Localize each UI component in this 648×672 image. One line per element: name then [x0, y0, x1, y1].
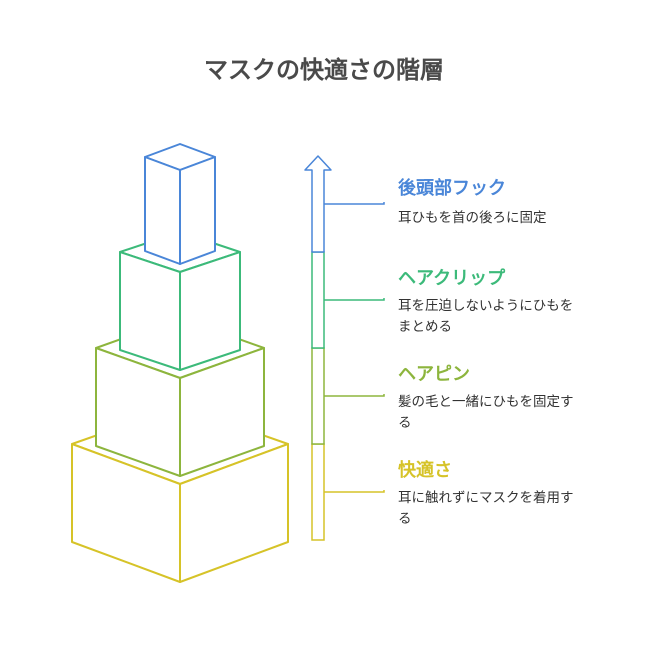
connector-lines	[324, 202, 385, 493]
block-hairclip	[119, 231, 241, 371]
level-label-hairpin: ヘアピン	[398, 364, 470, 385]
level-label-neck-hook: 後頭部フック	[398, 178, 506, 199]
level-description-comfort: 耳に触れずにマスクを着用する	[398, 490, 574, 527]
level-description-hairpin: 髪の毛と一緒にひもを固定する	[398, 394, 574, 431]
diagram-title: マスクの快適さの階層	[204, 56, 444, 84]
level-description-hairclip: 耳を圧迫しないようにひもをまとめる	[398, 298, 574, 335]
level-description-neck-hook: 耳ひもを首の後ろに固定	[398, 210, 547, 226]
level-label-comfort: 快適さ	[398, 460, 452, 481]
level-label-hairclip: ヘアクリップ	[398, 268, 506, 289]
block-neck-hook	[144, 143, 216, 265]
hierarchy-arrow	[304, 155, 332, 541]
